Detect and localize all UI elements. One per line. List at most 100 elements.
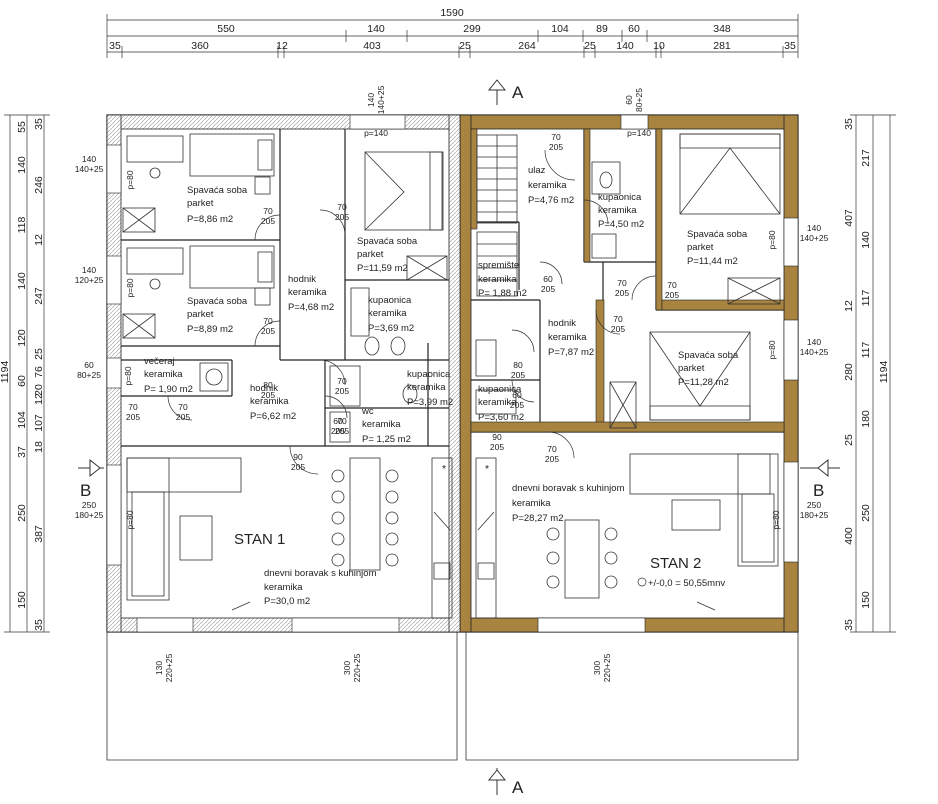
svg-text:keramika: keramika [144,369,183,380]
svg-text:P=4,50 m2: P=4,50 m2 [598,219,644,230]
svg-text:70: 70 [667,280,677,290]
dim-top-403: 403 [363,40,381,52]
section-a-bottom: A [512,778,524,797]
svg-text:keramika: keramika [478,274,517,285]
svg-text:70: 70 [613,314,623,324]
dim-top-35a: 35 [109,40,121,52]
chair-icon [149,167,161,179]
coffee-table-icon [671,499,721,531]
dim-right-total: 1194 [878,361,890,384]
exterior-walls [106,114,799,633]
dim-total-top: 1590 [440,7,464,19]
svg-text:90: 90 [492,432,502,442]
svg-text:keramika: keramika [368,308,407,319]
top-dimension-lines [106,14,799,58]
svg-text:205: 205 [176,412,190,422]
kitchen-counter-icon [475,457,497,619]
svg-text:spremište: spremište [478,260,519,271]
dim-top-140: 140 [367,23,385,35]
dim-top-35b: 35 [784,40,796,52]
svg-text:Spavaća soba: Spavaća soba [687,229,748,240]
unit-stan1-label: STAN 1 [234,531,285,548]
svg-text:parket: parket [187,309,214,320]
stan2-interior-brown-walls [470,128,785,433]
svg-text:140: 140 [16,272,28,290]
svg-text:*: * [485,463,489,475]
svg-text:140+25: 140+25 [75,164,104,174]
staircase-icon [476,134,518,297]
dim-top-281: 281 [713,40,731,52]
svg-text:140+25: 140+25 [376,85,386,114]
svg-text:205: 205 [335,212,349,222]
wardrobe-icon [122,207,156,233]
svg-text:Spavaća soba: Spavaća soba [357,236,418,247]
dim-top-60: 60 [628,23,640,35]
svg-text:25: 25 [33,348,45,360]
svg-text:180+25: 180+25 [800,510,829,520]
svg-text:Spavaća soba: Spavaća soba [187,296,248,307]
unit-stan2-label: STAN 2 [650,555,701,572]
svg-text:P=11,44 m2: P=11,44 m2 [687,256,738,267]
svg-text:250: 250 [16,504,28,522]
svg-text:70: 70 [617,278,627,288]
svg-text:keramika: keramika [288,287,327,298]
svg-text:140+25: 140+25 [800,233,829,243]
svg-text:ulaz: ulaz [528,165,546,176]
svg-text:P=8,86 m2: P=8,86 m2 [187,214,233,225]
svg-text:247: 247 [33,287,45,305]
svg-text:280: 280 [843,363,855,381]
dim-top-89: 89 [596,23,608,35]
dim-top-360: 360 [191,40,209,52]
svg-text:parket: parket [187,198,214,209]
svg-text:kupaonica: kupaonica [368,295,412,306]
svg-text:60: 60 [16,375,28,387]
door-swings [167,149,716,611]
svg-text:205: 205 [335,386,349,396]
svg-text:60: 60 [624,95,634,105]
room-living1: dnevni boravak s kuhinjomkeramikaP=30,0 … [264,568,377,607]
svg-text:117: 117 [860,289,872,306]
svg-text:205: 205 [615,288,629,298]
svg-text:P=3,60 m2: P=3,60 m2 [478,412,524,423]
svg-text:*: * [442,463,446,475]
svg-text:60: 60 [543,274,553,284]
sofa-icon [629,453,771,495]
dim-top-25a: 25 [459,40,471,52]
svg-text:70: 70 [547,444,557,454]
wardrobe-icon [727,277,781,305]
svg-text:parket: parket [678,363,705,374]
wardrobe-icon [122,313,156,339]
svg-text:120+25: 120+25 [75,275,104,285]
svg-text:205: 205 [291,462,305,472]
svg-text:hodnik: hodnik [548,318,576,329]
svg-text:P=4,76 m2: P=4,76 m2 [528,195,574,206]
bed-icon [189,133,275,177]
coffee-table-icon [179,515,213,561]
parapet-label: p=80 [771,510,781,529]
svg-text:220+25: 220+25 [602,653,612,682]
svg-text:70: 70 [128,402,138,412]
level-label: +/-0,0 = 50,55mnv [637,577,725,589]
svg-text:205: 205 [261,326,275,336]
